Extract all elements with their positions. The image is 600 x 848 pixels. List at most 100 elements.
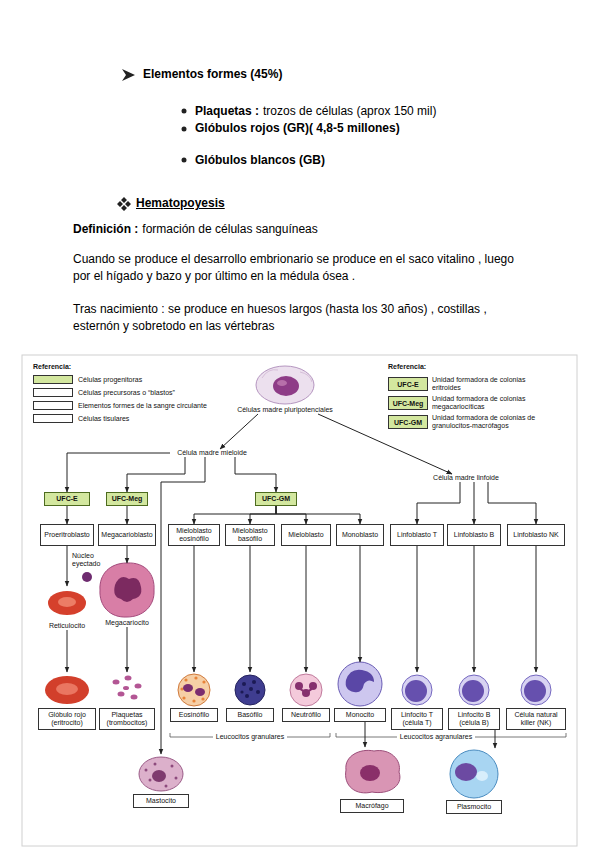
text-line: Leucocitos granulares xyxy=(170,733,330,741)
blast-box: Mieloblasto eosinófilo xyxy=(168,524,220,546)
monocyte-part xyxy=(346,670,374,693)
callout-text: Núcleo eyectado xyxy=(72,552,100,567)
swatch-label: UFC-GM xyxy=(394,419,422,426)
mast-cell-part xyxy=(145,763,178,788)
basophil-part-part xyxy=(249,687,253,691)
mast-cell-part-part xyxy=(171,765,174,768)
label-box: Mastocito xyxy=(133,794,189,808)
lineage-arrow xyxy=(536,546,537,672)
lineage-arrow xyxy=(194,546,195,672)
cell-node: Plasmocito xyxy=(446,748,502,814)
basophil-part-part xyxy=(252,680,256,684)
neutrophil-part-part xyxy=(295,682,303,690)
basophil xyxy=(235,675,265,705)
blast-box: Mieloblasto basófilo xyxy=(225,524,275,546)
neutrophil-part-part xyxy=(309,682,317,690)
node-text: Megacariocito xyxy=(98,619,156,627)
text-line: Leucocitos agranulares xyxy=(336,733,536,741)
platelets-part xyxy=(131,695,138,700)
lymphocyte-part xyxy=(405,680,427,702)
node-text: Mieloblasto eosinófilo xyxy=(170,527,218,543)
platelets xyxy=(113,676,142,700)
node-text: Monocito xyxy=(336,711,384,719)
megakaryocyte-part xyxy=(114,577,141,602)
text-line: Referencia: xyxy=(33,363,71,371)
plasma-cell-part xyxy=(455,763,477,781)
section-heading: Hematopoyesis xyxy=(136,196,225,210)
stem-cell xyxy=(256,366,314,404)
legend-entry: Elementos formes de la sangre circulante xyxy=(78,402,218,410)
cell-node: Reticulocito xyxy=(40,586,94,630)
plasma-cell-part xyxy=(476,771,488,781)
text-line: Plaquetas : trozos de células (aprox 150 … xyxy=(195,104,436,118)
node-text: Mieloblasto basófilo xyxy=(227,527,273,543)
text-line: Elementos formes (45%) xyxy=(143,67,282,81)
red-cell-part xyxy=(45,676,89,704)
label-box: Macrófago xyxy=(340,799,404,813)
node-text: Célula natural killer (NK) xyxy=(508,711,564,727)
legend-swatch xyxy=(33,414,73,423)
node-text: Macrófago xyxy=(342,802,402,810)
list-heading: Elementos formes (45%) xyxy=(143,67,282,81)
definition-text: Definición : xyxy=(73,222,138,236)
label-box: Linfocito B (célula B) xyxy=(448,708,500,730)
lineage-arrow xyxy=(250,546,251,672)
lineage-arrow xyxy=(306,546,307,672)
mast-cell-part xyxy=(152,770,166,782)
neutrophil xyxy=(290,674,322,706)
lineage-arrow xyxy=(127,457,185,492)
legend-text: Unidad formadora de colonias eritroides xyxy=(432,376,544,392)
text-line: Hematopoyesis xyxy=(136,196,225,210)
list-item: Plaquetas : xyxy=(195,104,259,118)
stem-cell-part xyxy=(256,366,314,404)
progenitor-box: UFC-Meg xyxy=(106,492,148,506)
eosinophil-part-part xyxy=(194,676,197,679)
platelets-part xyxy=(113,680,120,685)
node-text: Células madre pluripotenciales xyxy=(225,406,345,414)
cell-node: Glóbulo rojo (eritrocito) xyxy=(38,672,96,730)
mast-cell xyxy=(139,757,183,791)
lineage-arrow xyxy=(474,482,475,524)
swatch-label: UFC-E xyxy=(397,381,418,388)
red-cell-part xyxy=(56,683,78,695)
node-text: UFC-GM xyxy=(257,495,295,503)
platelets-part xyxy=(125,676,132,681)
lineage-arrow xyxy=(67,546,68,586)
legend-entry: Unidad formadora de colonias de granuloc… xyxy=(432,414,544,430)
label-box: Monocito xyxy=(334,708,386,722)
macrophage-part xyxy=(346,750,400,793)
mast-cell-part-part xyxy=(165,785,168,788)
legend-title: Referencia: xyxy=(33,363,71,370)
lineage-arrow xyxy=(365,722,366,747)
reticulocyte-part xyxy=(58,597,76,607)
lineage-arrow xyxy=(360,546,361,662)
node-text: UFC-Meg xyxy=(108,495,146,503)
list-bullet-part xyxy=(122,69,135,81)
legend-text: Células tisulares xyxy=(78,415,218,423)
node-text: Plaquetas (trombocitos) xyxy=(101,711,153,727)
swatch-label: UFC-Meg xyxy=(393,400,424,407)
definition-text: formación de células sanguíneas xyxy=(142,222,317,236)
lineage-arrow xyxy=(417,546,418,672)
node-text: Mastocito xyxy=(135,797,187,805)
label-box: Célula natural killer (NK) xyxy=(506,708,566,730)
mast-cell-part-part xyxy=(154,763,157,766)
neutrophil-part-part xyxy=(300,688,312,694)
list-item: Glóbulos blancos (GB) xyxy=(195,153,325,167)
lineage-arrow xyxy=(488,482,536,524)
legend-text: Elementos formes de la sangre circulante xyxy=(78,402,218,410)
lineage-arrow xyxy=(220,414,258,449)
mast-cell-part-part xyxy=(145,769,148,772)
eosinophil-part-part xyxy=(192,699,195,702)
legend-entry: Células progenitoras xyxy=(78,376,218,384)
legend-entry: Células tisulares xyxy=(78,415,218,423)
node-text: Célula madre linfoide xyxy=(428,474,504,482)
list-item: trozos de células (aprox 150 mil) xyxy=(263,104,436,118)
basophil-part xyxy=(235,675,265,705)
lineage-arrow xyxy=(417,482,460,524)
text-line: Núcleo eyectado xyxy=(72,552,112,568)
label-box: Eosinófilo xyxy=(170,708,218,722)
cell-node: Megacariocito xyxy=(98,563,156,627)
lineage-arrow xyxy=(235,457,276,492)
basophil-part-part xyxy=(242,682,246,686)
